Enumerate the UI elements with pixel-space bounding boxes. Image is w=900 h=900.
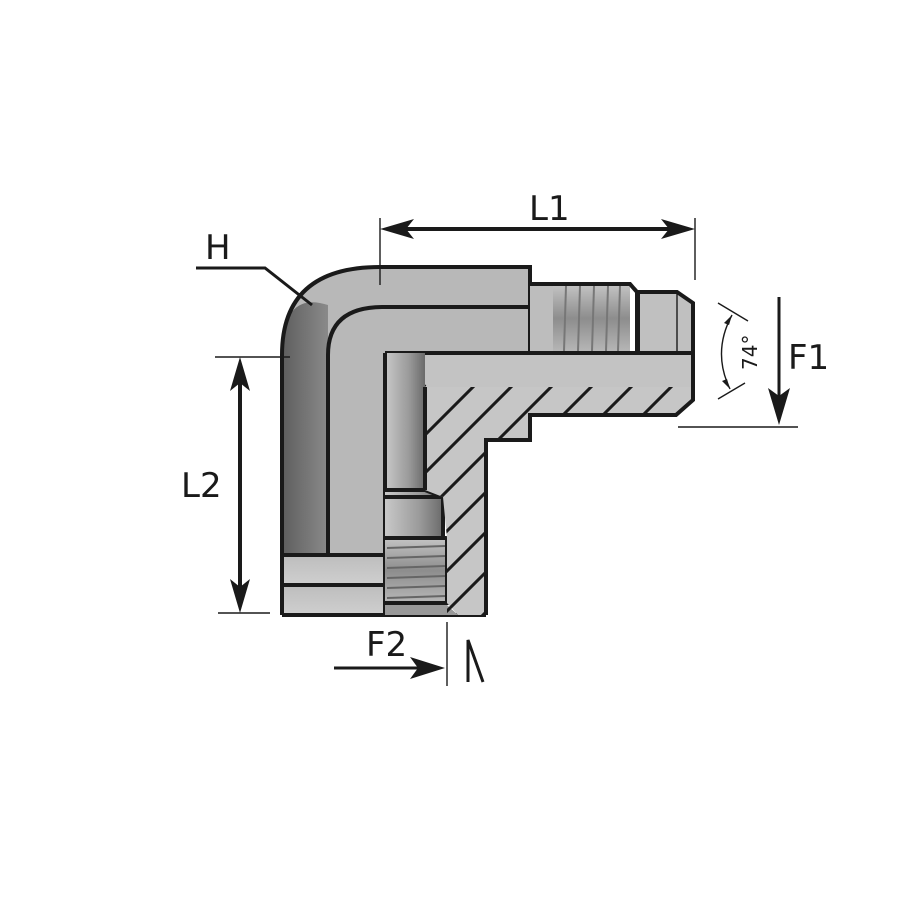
horizontal-bore (383, 351, 695, 389)
dimension-l2: L2 (181, 356, 290, 614)
male-thread-end (530, 282, 695, 353)
dimension-angle: 74° (717, 302, 762, 400)
label-f1: F1 (788, 338, 829, 378)
dimension-f2: F2 (334, 622, 485, 686)
label-angle: 74° (738, 335, 762, 370)
dimension-l1: L1 (379, 189, 696, 285)
label-l2: L2 (181, 466, 222, 506)
label-f2: F2 (366, 625, 407, 665)
vertical-bore-port (383, 353, 458, 615)
label-l1: L1 (529, 189, 570, 229)
label-h: H (205, 228, 231, 268)
dimension-h: H (196, 228, 313, 307)
dimension-f1: F1 (678, 297, 829, 428)
hatched-section (423, 387, 695, 615)
cut-glyph-mark (466, 639, 485, 683)
